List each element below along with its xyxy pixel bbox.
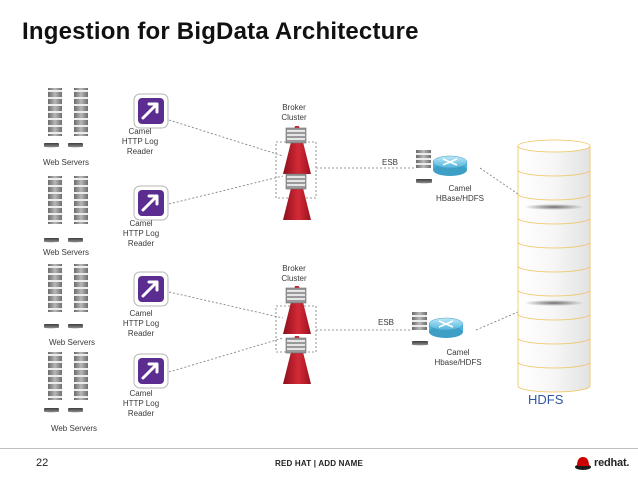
reader-label-2-line3: Reader xyxy=(128,239,155,248)
server-disk-icon xyxy=(43,143,83,148)
server-rack-icon xyxy=(48,352,88,400)
connector-lines xyxy=(168,119,535,373)
router-label-2-line2: Hbase/HDFS xyxy=(434,358,481,367)
brand: redhat. xyxy=(574,452,629,474)
web-servers-label-1: Web Servers xyxy=(43,158,89,167)
web-server-group-4 xyxy=(43,352,88,413)
web-server-group-2 xyxy=(43,176,88,243)
camel-reader-icon-4 xyxy=(132,352,170,390)
reader-label-1-line2: HTTP Log xyxy=(122,137,158,146)
reader-label-3-line2: HTTP Log xyxy=(123,319,159,328)
router-label-2-line1: Camel xyxy=(446,348,469,357)
reader-label-4-line1: Camel xyxy=(129,389,152,398)
architecture-diagram: Web Servers Web Servers Web Servers Web … xyxy=(43,0,591,433)
footer-text: RED HAT | ADD NAME xyxy=(274,459,364,468)
redhat-logo-icon xyxy=(575,457,591,470)
broker-cluster-label-2-line2: Cluster xyxy=(281,274,307,283)
server-rack-icon xyxy=(48,88,88,136)
connector-reader4-broker2 xyxy=(168,337,284,373)
broker-cluster-label-1-line1: Broker xyxy=(282,103,306,112)
web-servers-label-2: Web Servers xyxy=(43,248,89,257)
esb-label-1: ESB xyxy=(382,158,398,167)
broker-cluster-label-2-line1: Broker xyxy=(282,264,306,273)
web-server-group-1 xyxy=(43,88,88,148)
connector-reader1-broker1 xyxy=(168,119,284,157)
server-disk-icon xyxy=(43,324,83,329)
footer-divider xyxy=(0,448,638,449)
hdfs-database-stack xyxy=(517,139,591,393)
reader-label-3-line3: Reader xyxy=(128,329,155,338)
router-icon-1 xyxy=(414,149,468,185)
reader-label-4-line3: Reader xyxy=(128,409,155,418)
connector-router1-hdfs xyxy=(479,167,535,206)
brand-wordmark: redhat. xyxy=(594,457,630,469)
router-label-1-line1: Camel xyxy=(448,184,471,193)
web-servers-label-3: Web Servers xyxy=(49,338,95,347)
camel-reader-icon-3 xyxy=(132,270,170,308)
broker-icon-1b xyxy=(282,171,312,221)
camel-reader-icon-1 xyxy=(132,92,170,130)
reader-label-2-line1: Camel xyxy=(129,219,152,228)
esb-label-2: ESB xyxy=(378,318,394,327)
server-disk-icon xyxy=(43,408,83,413)
router-label-1-line2: HBase/HDFS xyxy=(436,194,484,203)
server-disk-icon xyxy=(43,238,83,243)
reader-label-3-line1: Camel xyxy=(129,309,152,318)
router-icon-2 xyxy=(410,311,464,347)
database-cylinder-icon xyxy=(524,204,584,210)
broker-cluster-label-1-line2: Cluster xyxy=(281,113,307,122)
reader-label-4-line2: HTTP Log xyxy=(123,399,159,408)
server-rack-icon xyxy=(48,264,88,312)
reader-label-1-line3: Reader xyxy=(127,147,154,156)
web-servers-label-4: Web Servers xyxy=(51,424,97,433)
database-cylinder-icon xyxy=(524,300,584,306)
slide-title: Ingestion for BigData Architecture xyxy=(22,18,419,45)
web-server-group-3 xyxy=(43,264,88,329)
reader-label-2-line2: HTTP Log xyxy=(123,229,159,238)
broker-icon-1a xyxy=(282,125,312,175)
page-number: 22 xyxy=(36,457,49,469)
broker-icon-2a xyxy=(282,285,312,335)
hdfs-label: HDFS xyxy=(528,392,564,407)
connector-reader2-broker1 xyxy=(168,175,284,205)
connector-reader3-broker2 xyxy=(168,291,284,319)
server-rack-icon xyxy=(48,176,88,224)
reader-label-1-line1: Camel xyxy=(128,127,151,136)
camel-reader-icon-2 xyxy=(132,184,170,222)
broker-icon-2b xyxy=(282,335,312,385)
